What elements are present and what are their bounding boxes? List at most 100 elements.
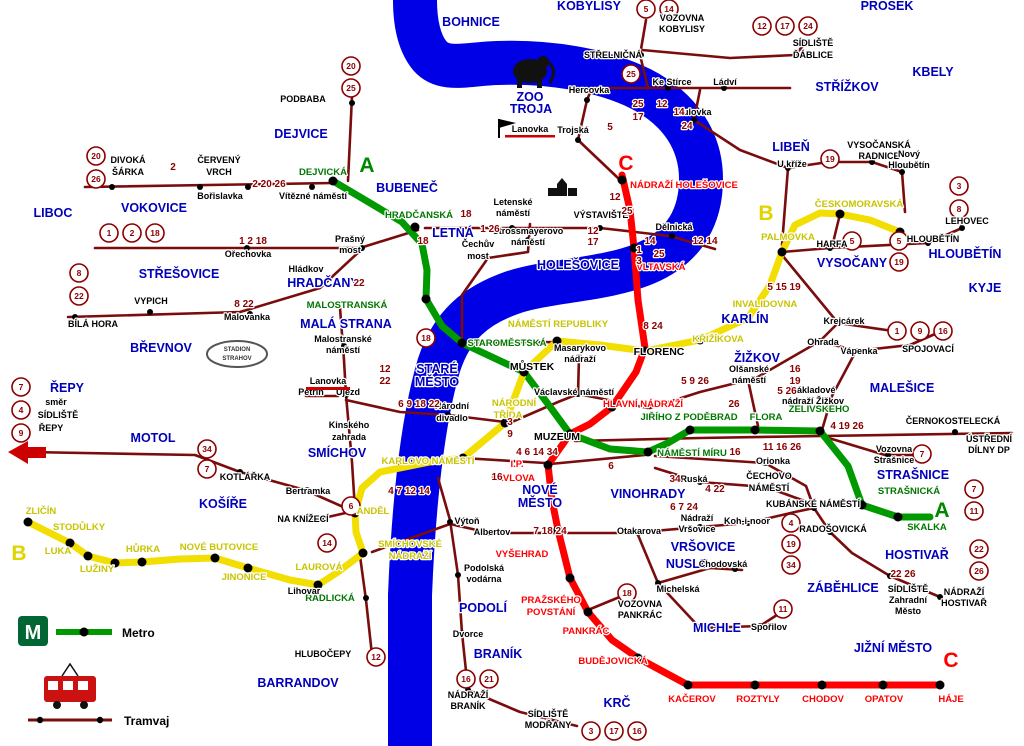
metro-station-dot xyxy=(695,335,705,345)
metro-station-dot xyxy=(629,243,639,253)
metro-b-station-label: NÁRODNÍ xyxy=(492,398,537,409)
metro-station-dot xyxy=(328,176,338,186)
district-label: VINOHRADY xyxy=(610,487,686,501)
tram-route-badge: 3 xyxy=(581,721,601,741)
stop-label: Dělnická xyxy=(655,222,693,232)
tram-stop-dot xyxy=(899,169,905,175)
stop-label: RADOŠOVICKÁ xyxy=(799,523,867,534)
interchange-label: MŮSTEK xyxy=(510,359,555,373)
tram-route-numbers: 12 xyxy=(609,192,621,203)
interchange-label: MUZEUM xyxy=(534,431,580,443)
stop-label: Ořechovka xyxy=(225,249,273,259)
terminal-letter-a: A xyxy=(934,499,949,522)
metro-station-dot xyxy=(313,580,323,590)
district-label: ZOO xyxy=(516,90,543,104)
stop-label: Bertramka xyxy=(286,486,332,496)
tram-route-badge: 26 xyxy=(969,561,989,581)
stop-label: zahrada xyxy=(332,432,367,442)
badge-number: 18 xyxy=(622,588,632,598)
metro-c-station-label: BUDĚJOVICKÁ xyxy=(578,655,647,667)
district-label: MALÁ STRANA xyxy=(300,316,392,331)
legend-tram-dot xyxy=(96,716,104,724)
tram-route-badge: 20 xyxy=(86,146,106,166)
tram-stop-dot xyxy=(869,159,875,165)
stop-label: nádraží Žižkov xyxy=(782,395,844,406)
tram-stop-dot xyxy=(445,412,451,418)
metro-station-dot xyxy=(458,453,468,463)
stop-label: Ládví xyxy=(713,77,737,87)
badge-circle xyxy=(11,377,31,397)
stop-label: ŠÁRKA xyxy=(112,166,145,177)
badge-circle xyxy=(659,0,679,19)
tram-route-badge: 18 xyxy=(145,223,165,243)
terminal-letter-a: A xyxy=(359,154,374,177)
tram-line xyxy=(83,181,335,189)
stop-label: Vápenka xyxy=(840,346,878,356)
district-label: LIBEŇ xyxy=(772,139,810,154)
badge-number: 17 xyxy=(780,21,790,31)
tram-route-numbers: 22 26 xyxy=(890,569,915,580)
tram-stop-dot xyxy=(487,530,493,536)
badge-circle xyxy=(197,459,217,479)
district-label: KYJE xyxy=(969,281,1002,295)
metro-station-dot xyxy=(815,426,825,436)
badge-number: 21 xyxy=(484,674,494,684)
district-label: SMÍCHOV xyxy=(308,445,367,460)
metro-station-dot xyxy=(565,573,575,583)
metro-b-station-label: KŘIŽÍKOVA xyxy=(692,333,744,345)
metro-b-station-label: NÁMĚSTÍ REPUBLIKY xyxy=(508,318,609,330)
badge-number: 34 xyxy=(202,444,212,454)
stop-label: náměstí xyxy=(496,208,531,218)
metro-station-dot xyxy=(457,338,467,348)
metro-a-station-label: JIŘÍHO Z PODĚBRAD xyxy=(640,411,737,423)
tram-stop-dot xyxy=(827,245,833,251)
legend-metro-label: Metro xyxy=(122,626,155,640)
badge-circle xyxy=(627,721,647,741)
tram-stop-dot xyxy=(304,487,310,493)
tram-route-badge: 1 xyxy=(887,321,907,341)
tram-route-badge: 17 xyxy=(604,721,624,741)
tram-route-numbers: 25 xyxy=(653,249,665,260)
metro-station-dot xyxy=(683,680,693,690)
stop-label: SÍDLIŠTĚ xyxy=(38,409,79,420)
metro-c-station-label: NÁDRAŽÍ HOLEŠOVICE xyxy=(630,179,738,191)
legend-tram-dot xyxy=(36,716,44,724)
tram-route-numbers: 11 16 26 xyxy=(763,442,802,453)
tram-route-badge: 19 xyxy=(781,534,801,554)
badge-circle xyxy=(969,561,989,581)
stop-label: PODBABA xyxy=(280,94,326,104)
tram-route-badge: 22 xyxy=(969,539,989,559)
tram-stop-dot xyxy=(597,225,603,231)
badge-circle xyxy=(949,199,969,219)
tram-line xyxy=(692,88,790,247)
stop-label: Ohrada xyxy=(807,337,840,347)
tram-route-numbers: 14 xyxy=(644,236,656,247)
metro-c-station-label: VLTAVSKÁ xyxy=(636,262,685,273)
stop-label: ČERNOKOSTELECKÁ xyxy=(906,415,1001,426)
district-label: LIBOC xyxy=(34,206,73,220)
tram-route-badge: 24 xyxy=(798,16,818,36)
metro-station-dot xyxy=(643,447,653,457)
tram-stop-dot xyxy=(584,97,590,103)
tram-route-badge: 16 xyxy=(627,721,647,741)
tram-stop-dot xyxy=(817,338,823,344)
metro-b-station-label: ZLIČÍN xyxy=(26,505,57,517)
metro-b-station-label: ČESKOMORAVSKÁ xyxy=(815,198,904,210)
stop-label: Hládkov xyxy=(288,264,323,274)
tram-stop-dot xyxy=(525,237,531,243)
tram-route-badge: 4 xyxy=(781,513,801,533)
badge-number: 18 xyxy=(421,333,431,343)
metro-station-dot xyxy=(935,680,945,690)
stop-label: VYSOČANSKÁ xyxy=(847,139,911,150)
tram-route-numbers: 16 xyxy=(491,472,503,483)
badge-number: 9 xyxy=(19,428,24,438)
stadium-label: STRAHOV xyxy=(222,356,251,362)
stop-label: DÍLNY DP xyxy=(968,445,1010,455)
district-label: STARÉ xyxy=(416,361,457,376)
tram-route-badge: 9 xyxy=(11,423,31,443)
tram-route-numbers: 1 26 xyxy=(480,224,500,235)
tram-line xyxy=(461,456,547,465)
tram-stop-dot xyxy=(247,311,253,317)
tram-route-numbers: 4 7 12 14 xyxy=(388,486,430,497)
